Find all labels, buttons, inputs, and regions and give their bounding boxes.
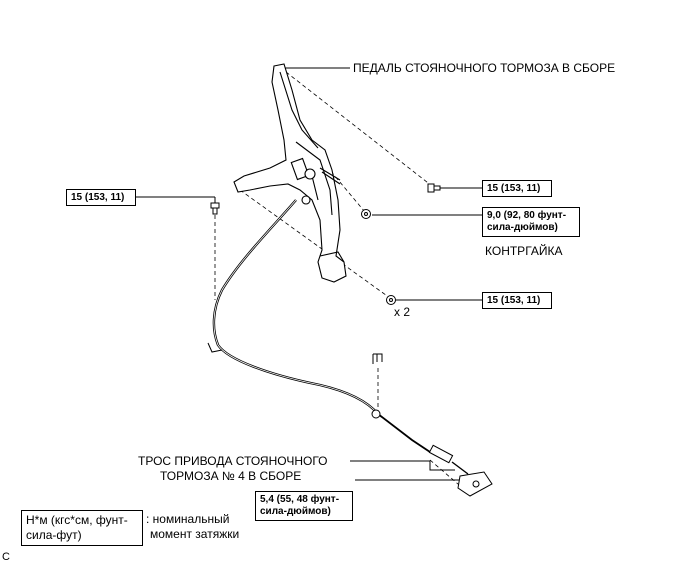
cable-label-line2: ТОРМОЗА № 4 В СБОРЕ (160, 469, 302, 483)
torque-box-lock-nut: 9,0 (92, 80 фунт- сила-дюймов) (482, 207, 580, 237)
quantity-label: x 2 (394, 305, 411, 319)
torque-value-line2: сила-дюймов) (260, 506, 331, 517)
pedal-assembly-label: ПЕДАЛЬ СТОЯНОЧНОГО ТОРМОЗА В СБОРЕ (353, 61, 616, 75)
torque-value-line2: сила-дюймов) (487, 222, 558, 233)
pedal-assembly-drawing (233, 63, 347, 283)
torque-value-line1: 5,4 (55, 48 фунт- (260, 494, 340, 505)
torque-box-lower-nuts: 15 (153, 11) (482, 292, 552, 309)
cable-label-line1: ТРОС ПРИВОДА СТОЯНОЧНОГО (138, 454, 328, 468)
lower-nut-drawing (386, 295, 396, 305)
clip-drawing (372, 353, 383, 364)
leader-cable (350, 460, 455, 471)
corner-mark: C (2, 551, 10, 563)
left-bolt-drawing (210, 202, 220, 215)
legend-description: : номинальный момент затяжки (146, 512, 239, 542)
torque-value: 15 (153, 11) (71, 192, 125, 203)
torque-value: 15 (153, 11) (487, 183, 541, 194)
cable-drawing (207, 199, 493, 497)
legend-desc-line2: момент затяжки (150, 527, 240, 541)
lock-nut-drawing (361, 209, 371, 219)
leader-cable-torque (355, 479, 466, 490)
legend-unit-box: Н*м (кгс*см, фунт- сила-фут) (21, 510, 143, 546)
legend-desc-line1: : номинальный (146, 512, 230, 526)
torque-box-cable: 5,4 (55, 48 фунт- сила-дюймов) (255, 491, 353, 521)
torque-value: 15 (153, 11) (487, 295, 541, 306)
legend-unit-line1: Н*м (кгс*см, фунт- (26, 513, 128, 527)
legend-unit-line2: сила-фут) (26, 528, 82, 542)
lock-nut-label: КОНТРГАЙКА (485, 244, 563, 258)
torque-value-line1: 9,0 (92, 80 фунт- (487, 210, 567, 221)
torque-box-right-bolt: 15 (153, 11) (482, 180, 552, 197)
torque-box-left-bolt: 15 (153, 11) (66, 189, 136, 206)
right-bolt-drawing (427, 183, 441, 193)
